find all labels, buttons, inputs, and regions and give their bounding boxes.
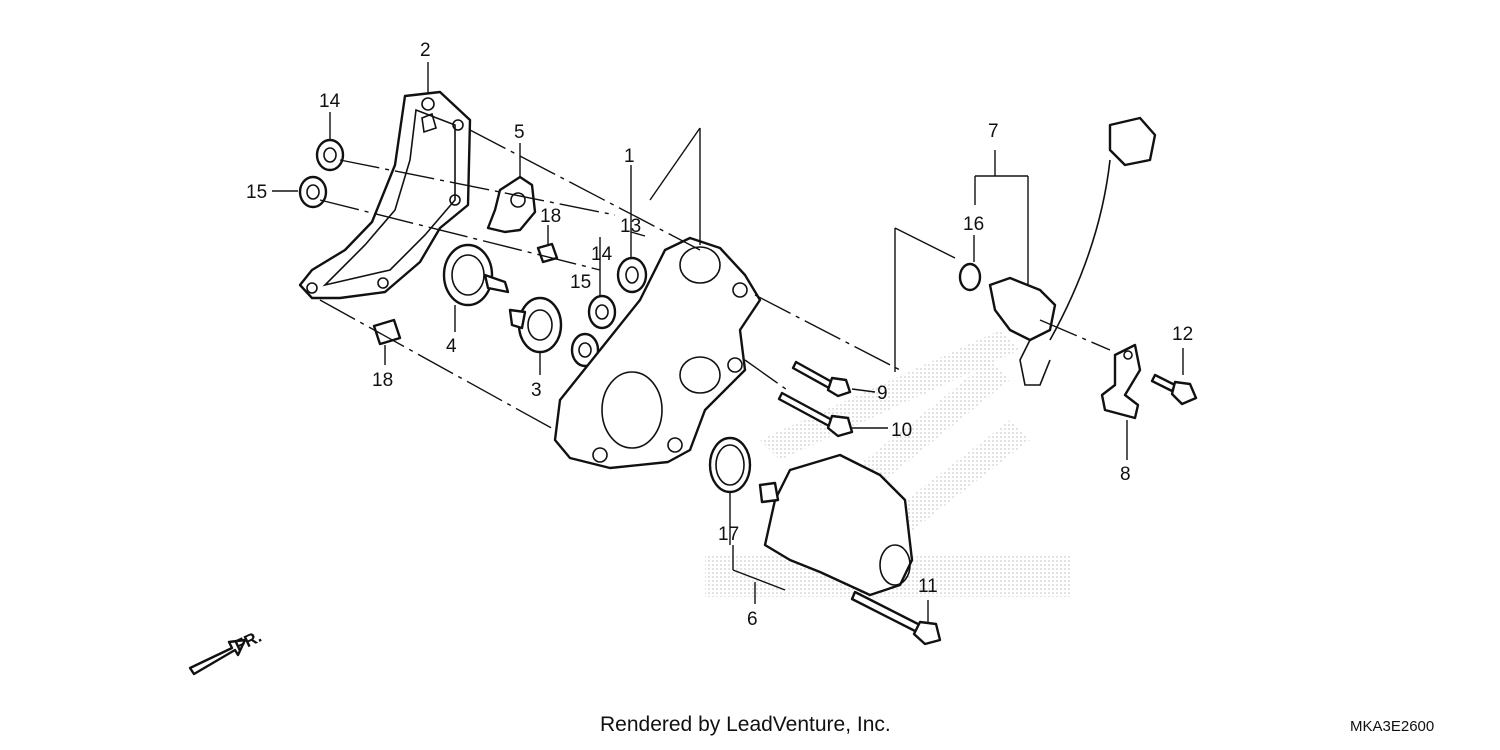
motor-part bbox=[758, 453, 914, 597]
callout-4: 4 bbox=[446, 336, 457, 357]
gasket-part bbox=[298, 90, 472, 300]
bearing-part bbox=[298, 175, 328, 209]
render-credit: Rendered by LeadVenture, Inc. bbox=[600, 713, 891, 736]
dowel-pin-part bbox=[372, 318, 402, 346]
callout-15: 15 bbox=[246, 182, 267, 203]
callout-7: 7 bbox=[988, 121, 999, 142]
callout-2: 2 bbox=[420, 40, 431, 61]
bearing-part bbox=[570, 332, 600, 368]
housing-part bbox=[553, 236, 762, 470]
callout-10: 10 bbox=[891, 420, 912, 441]
dowel-pin-part bbox=[536, 242, 559, 264]
callout-14: 14 bbox=[319, 91, 341, 112]
bolt-part bbox=[1150, 373, 1198, 406]
bolt-part bbox=[777, 391, 854, 438]
callout-8: 8 bbox=[1120, 464, 1131, 485]
callout-5: 5 bbox=[514, 122, 525, 143]
bracket-part bbox=[1100, 343, 1142, 420]
front-direction-arrow: FR. bbox=[188, 627, 265, 676]
callout-15: 15 bbox=[570, 272, 591, 293]
callout-3: 3 bbox=[531, 380, 542, 401]
callout-17: 17 bbox=[718, 524, 739, 545]
bearing-part bbox=[315, 138, 345, 172]
callout-11: 11 bbox=[918, 576, 938, 597]
bolt-part bbox=[850, 590, 942, 646]
callout-12: 12 bbox=[1172, 324, 1193, 345]
alignment-lines bbox=[319, 129, 1111, 431]
bearing-part bbox=[587, 294, 617, 330]
bearing-part bbox=[616, 256, 648, 294]
sensor-part bbox=[988, 116, 1157, 386]
callout-14: 14 bbox=[591, 244, 613, 265]
callout-9: 9 bbox=[877, 383, 888, 404]
callout-18: 18 bbox=[372, 370, 393, 391]
callout-16: 16 bbox=[963, 214, 984, 235]
o-ring-part bbox=[958, 262, 982, 292]
o-ring-part bbox=[708, 436, 752, 494]
gear-part bbox=[508, 296, 563, 354]
bolt-part bbox=[791, 360, 852, 398]
leader-lines bbox=[272, 62, 1184, 622]
callout-6: 6 bbox=[747, 609, 758, 630]
callout-1: 1 bbox=[624, 146, 635, 167]
callout-13: 13 bbox=[620, 216, 641, 237]
callout-18: 18 bbox=[540, 206, 561, 227]
gear-part bbox=[442, 243, 510, 307]
diagram-code: MKA3E2600 bbox=[1350, 718, 1434, 735]
shift-arm-part bbox=[486, 175, 537, 234]
